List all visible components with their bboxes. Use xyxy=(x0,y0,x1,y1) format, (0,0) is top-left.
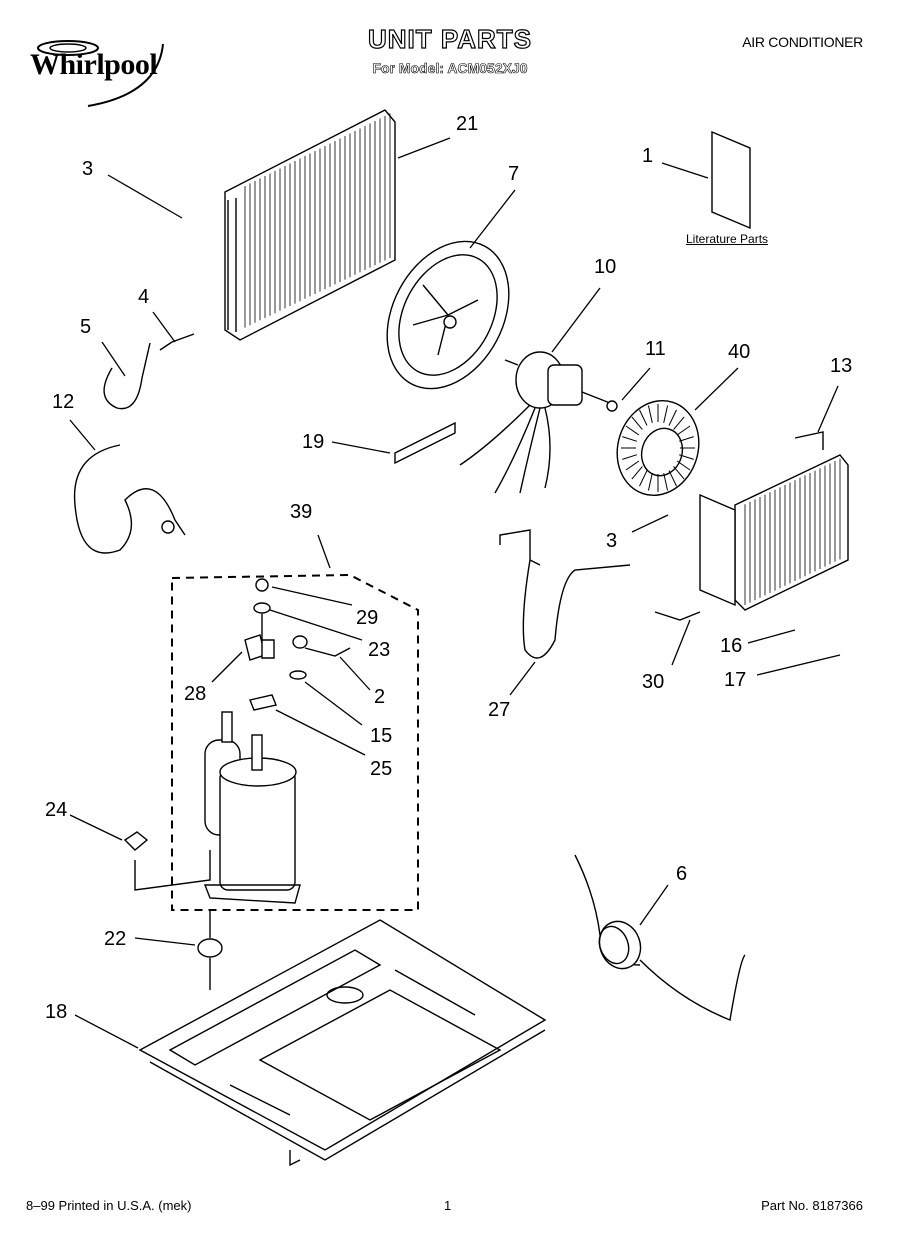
callout-numbers: 21 3 7 1 4 10 5 11 40 13 12 19 39 3 29 2… xyxy=(45,113,852,1023)
footer-print-info: 8–99 Printed in U.S.A. (mek) xyxy=(26,1198,192,1213)
callout-3-top: 3 xyxy=(82,158,93,180)
capillary-tubes-drawing xyxy=(73,333,701,659)
fan-motor-drawing xyxy=(459,351,616,494)
compressor-hardware-drawing xyxy=(123,578,351,891)
model-number: For Model: ACM052XJ0 xyxy=(372,60,528,77)
callout-25: 25 xyxy=(370,758,392,780)
callout-leader-lines xyxy=(69,137,841,1049)
compressor-assembly-box xyxy=(171,573,419,911)
callout-10: 10 xyxy=(594,256,616,278)
callout-18: 18 xyxy=(45,1001,67,1023)
fan-blade-drawing xyxy=(386,240,510,390)
callout-30: 30 xyxy=(642,671,664,693)
callout-12: 12 xyxy=(52,391,74,413)
callout-4: 4 xyxy=(138,286,149,308)
callout-17: 17 xyxy=(724,669,746,691)
callout-19: 19 xyxy=(302,431,324,453)
product-category: AIR CONDITIONER xyxy=(742,34,863,50)
callout-7: 7 xyxy=(508,163,519,185)
callout-13: 13 xyxy=(830,355,852,377)
compressor-drawing xyxy=(203,711,301,904)
callout-24: 24 xyxy=(45,799,67,821)
callout-3-right: 3 xyxy=(606,530,617,552)
brand-logo-text: Whirlpool xyxy=(30,48,158,81)
evaporator-coil-drawing xyxy=(699,431,849,611)
callout-21: 21 xyxy=(456,113,478,135)
callout-22: 22 xyxy=(104,928,126,950)
base-pan-drawing xyxy=(138,919,547,1167)
callout-29: 29 xyxy=(356,607,378,629)
callout-39: 39 xyxy=(290,501,312,523)
page-title: UNIT PARTS xyxy=(367,23,533,54)
grommet-drawing xyxy=(197,910,223,990)
callout-11: 11 xyxy=(645,338,666,360)
callout-28: 28 xyxy=(184,683,206,705)
callout-6: 6 xyxy=(676,863,687,885)
callout-1: 1 xyxy=(642,145,653,167)
callout-5: 5 xyxy=(80,316,91,338)
callout-23: 23 xyxy=(368,639,390,661)
callout-16: 16 xyxy=(720,635,742,657)
condenser-coil-drawing xyxy=(224,109,396,341)
callout-2: 2 xyxy=(374,686,385,708)
footer-part-number: Part No. 8187366 xyxy=(761,1198,863,1213)
footer-page-number: 1 xyxy=(444,1198,452,1213)
literature-booklet-icon xyxy=(711,130,751,230)
capillary-coil-drawing xyxy=(574,854,746,1021)
whirlpool-logo-swirl-icon xyxy=(37,40,164,107)
callout-40: 40 xyxy=(728,341,750,363)
callout-15: 15 xyxy=(370,725,392,747)
literature-parts-label: Literature Parts xyxy=(686,232,769,246)
blower-wheel-drawing xyxy=(606,400,700,496)
callout-27: 27 xyxy=(488,699,510,721)
